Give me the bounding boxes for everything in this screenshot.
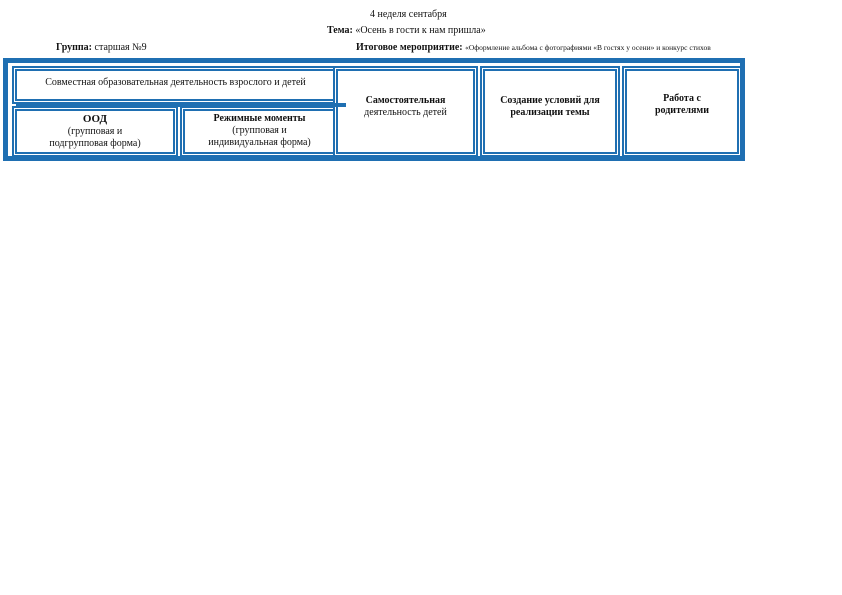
ood-subtitle-1: (групповая и: [67, 126, 123, 137]
week-heading: 4 неделя сентабря: [370, 9, 447, 20]
ood-title: ООД: [82, 113, 108, 125]
regime-subtitle-2: индивидуальная форма): [208, 137, 311, 148]
regime-subtitle-1: (групповая и: [232, 125, 287, 136]
group-label: Группа:: [56, 42, 93, 53]
ood-cell: ООД (групповая и подгрупповая форма): [12, 106, 178, 157]
conditions-cell: Создание условий для реализации темы: [480, 66, 620, 157]
independent-line-1: Самостоятельная: [365, 95, 446, 106]
regime-title: Режимные моменты: [213, 113, 306, 124]
theme-label: Тема:: [327, 25, 353, 36]
event-label: Итоговое мероприятие:: [356, 42, 463, 53]
parents-line-2: родителями: [654, 105, 710, 116]
theme-value: «Осень в гости к нам пришла»: [355, 25, 486, 36]
joint-activity-text: Совместная образовательная деятельность …: [45, 77, 306, 88]
event-line: Итоговое мероприятие: «Оформление альбом…: [356, 42, 711, 54]
ood-subtitle-2: подгрупповая форма): [49, 138, 141, 149]
regime-moments-cell: Режимные моменты (групповая и индивидуал…: [180, 106, 339, 157]
plan-table: Совместная образовательная деятельность …: [3, 58, 745, 161]
conditions-line-1: Создание условий для: [500, 95, 600, 106]
event-value: «Оформление альбома с фотографиями «В го…: [465, 43, 711, 52]
parents-cell: Работа с родителями: [622, 66, 742, 157]
theme-line: Тема: «Осень в гости к нам пришла»: [327, 25, 486, 37]
independent-activity-cell: Самостоятельная деятельность детей: [333, 66, 478, 157]
group-value: старшая №9: [94, 42, 147, 53]
group-line: Группа: старшая №9: [56, 42, 147, 54]
joint-activity-cell: Совместная образовательная деятельность …: [12, 66, 339, 104]
parents-line-1: Работа с: [663, 93, 701, 104]
header-divider: [16, 103, 346, 107]
independent-line-2: деятельность детей: [364, 107, 447, 118]
conditions-line-2: реализации темы: [510, 107, 590, 118]
